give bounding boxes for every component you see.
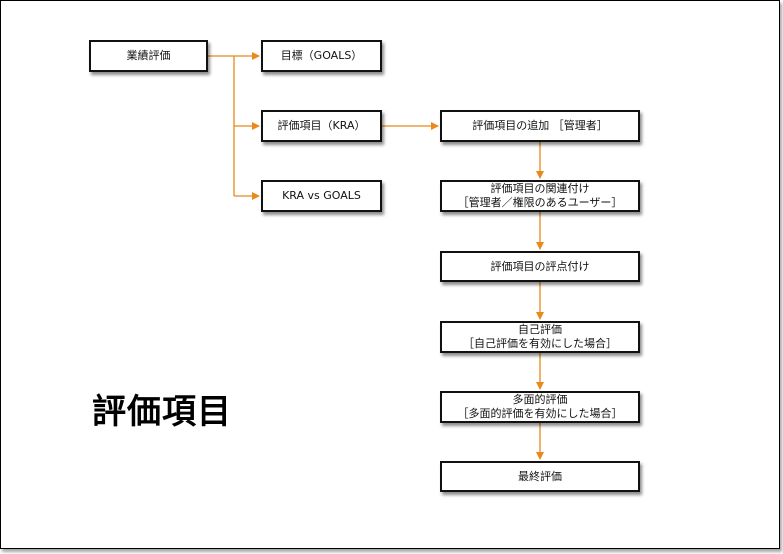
node-label-line: ［自己評価を有効にした場合］ bbox=[463, 337, 617, 350]
node-label-line: 評価項目の評点付け bbox=[490, 259, 590, 273]
node-label-line: ［管理者／権限のあるユーザー］ bbox=[457, 196, 623, 209]
node-label-line: 業績評価 bbox=[126, 49, 171, 62]
node-label-line: KRA vs GOALS bbox=[282, 189, 361, 202]
node-self-eval[interactable]: 自己評価 ［自己評価を有効にした場合］ bbox=[440, 321, 640, 353]
node-label-line: 多面的評価 bbox=[512, 393, 568, 406]
node-label-line: ［多面的評価を有効にした場合］ bbox=[457, 407, 623, 420]
node-label-line: 評価項目（KRA） bbox=[277, 119, 366, 132]
node-label-line: 評価項目の関連付け bbox=[490, 182, 590, 195]
node-gyoseki-hyoka[interactable]: 業績評価 bbox=[89, 40, 208, 72]
node-label-line: 目標（GOALS） bbox=[280, 49, 363, 62]
node-add-item[interactable]: 評価項目の追加 ［管理者］ bbox=[440, 110, 640, 142]
node-score[interactable]: 評価項目の評点付け bbox=[440, 251, 640, 282]
node-link-item[interactable]: 評価項目の関連付け ［管理者／権限のあるユーザー］ bbox=[440, 180, 640, 212]
node-kra-vs-goals[interactable]: KRA vs GOALS bbox=[261, 180, 382, 212]
node-label-line: 評価項目の追加 ［管理者］ bbox=[472, 119, 608, 132]
node-final-eval[interactable]: 最終評価 bbox=[440, 461, 640, 492]
node-label-line: 自己評価 bbox=[518, 323, 562, 336]
node-multi-eval[interactable]: 多面的評価 ［多面的評価を有効にした場合］ bbox=[440, 391, 640, 423]
node-goals[interactable]: 目標（GOALS） bbox=[261, 40, 382, 72]
page-title: 評価項目 bbox=[92, 392, 232, 432]
node-label-line: 最終評価 bbox=[518, 469, 562, 483]
node-kra[interactable]: 評価項目（KRA） bbox=[261, 110, 382, 142]
